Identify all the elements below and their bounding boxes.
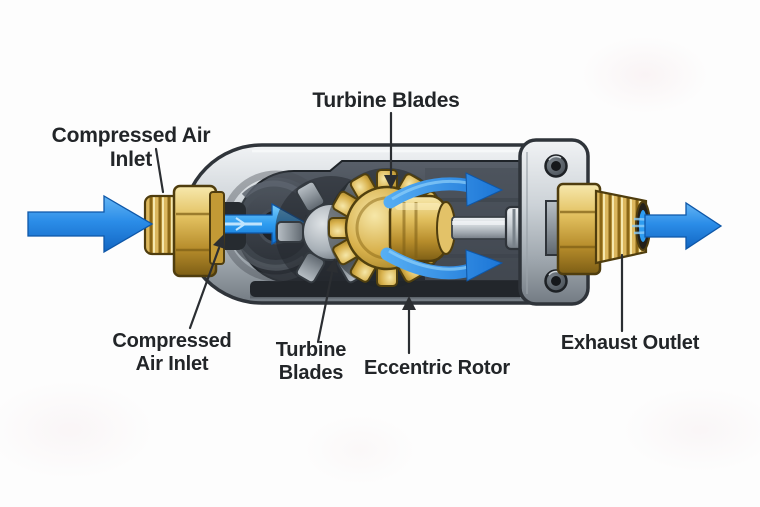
label-exhaust-outlet: Exhaust Outlet — [560, 332, 700, 354]
inlet-stream-arrow-external — [27, 194, 154, 254]
exhaust-stream-arrow — [632, 201, 723, 251]
turbine-flow-arrows — [380, 172, 504, 282]
leader-bottom-inlet — [188, 234, 225, 330]
leader-top-inlet — [154, 147, 165, 194]
flange-screw-top — [544, 154, 568, 178]
label-eccentric-rotor: Eccentric Rotor — [364, 357, 510, 379]
leader-bottom-turbine — [316, 258, 338, 344]
inlet-fitting — [143, 184, 225, 278]
label-compressed-air-inlet-top: Compressed Air Inlet — [51, 124, 211, 171]
label-turbine-blades-bottom: Turbine Blades — [275, 339, 347, 384]
label-compressed-air-inlet-bottom: Compressed Air Inlet — [112, 330, 232, 375]
rotor-hub — [388, 194, 456, 263]
flange-screw-bottom — [544, 269, 568, 293]
leader-top-turbine — [384, 111, 398, 189]
label-turbine-blades-top: Turbine Blades — [312, 89, 460, 112]
outlet-fitting — [556, 182, 651, 276]
leader-eccentric-rotor — [402, 296, 416, 355]
leader-lines — [154, 111, 624, 355]
